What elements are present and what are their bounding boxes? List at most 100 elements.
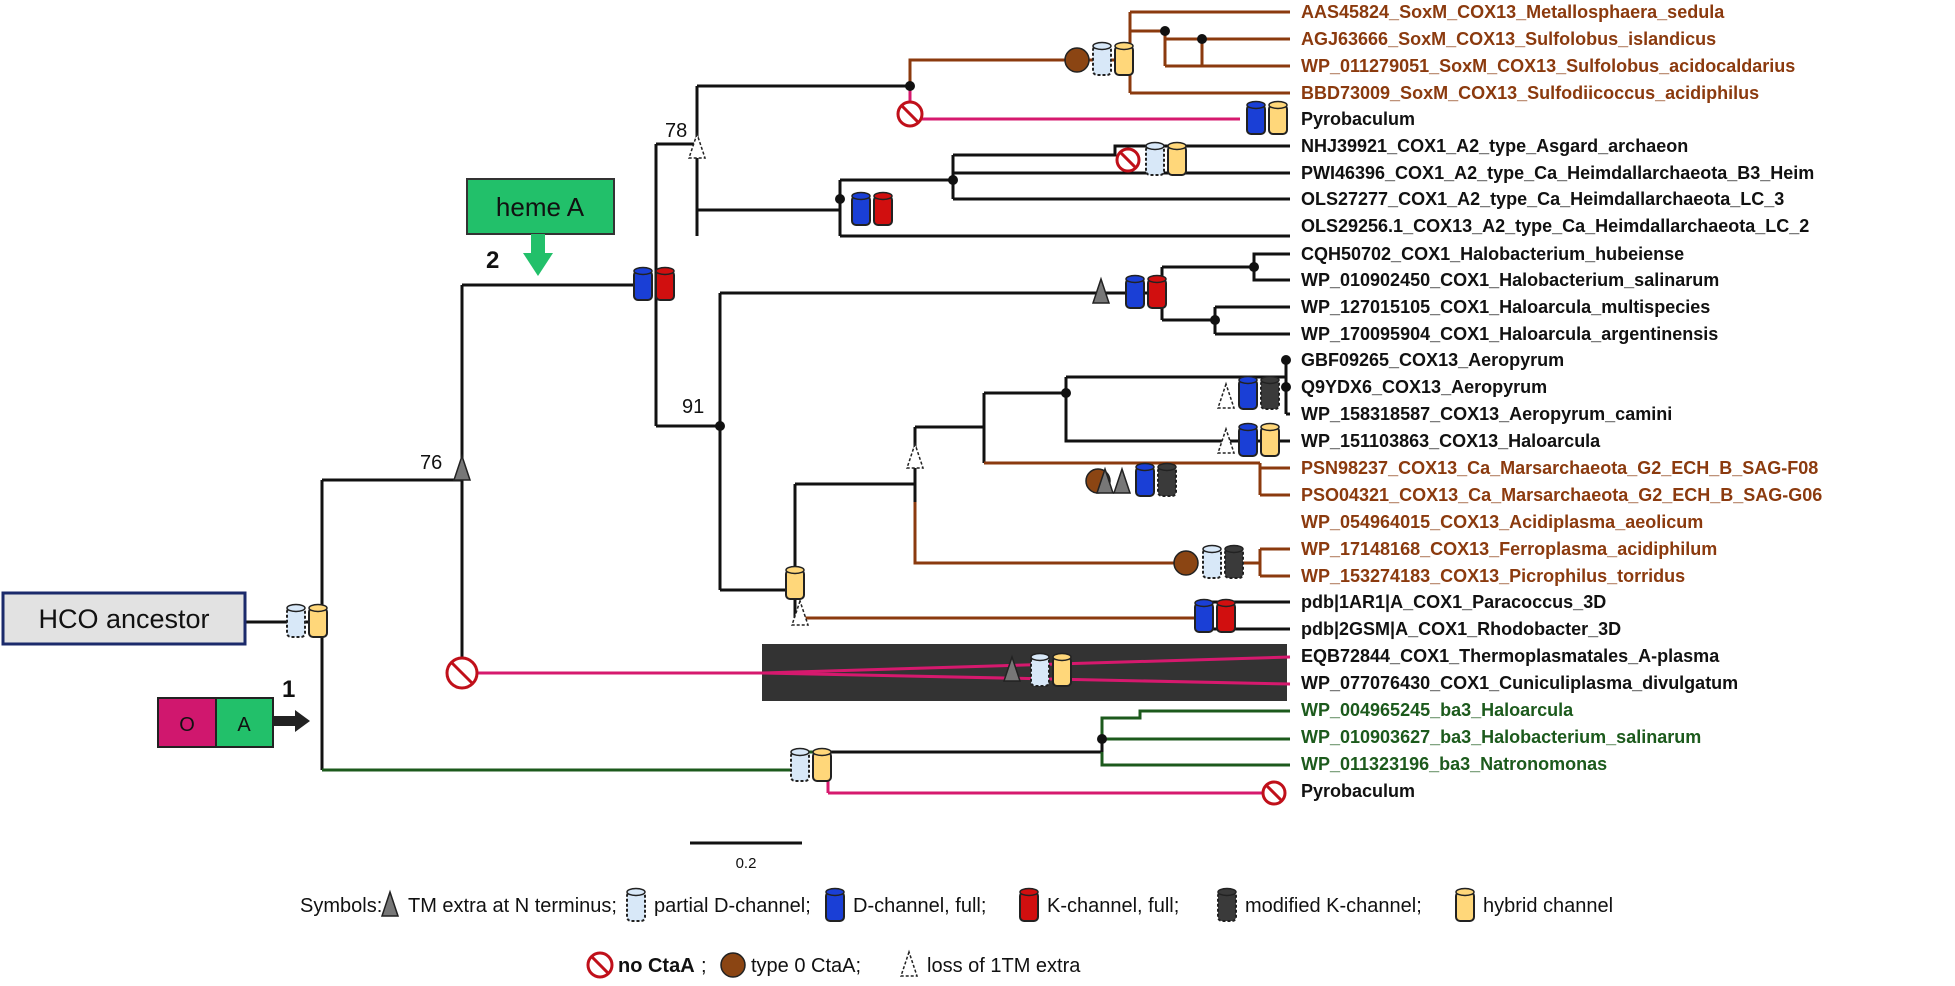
node-dot bbox=[1061, 388, 1071, 398]
leaf-label: BBD73009_SoxM_COX13_Sulfodiicoccus_acidi… bbox=[1301, 83, 1759, 103]
modified-k-channel-icon bbox=[1260, 375, 1280, 410]
leaf-label: EQB72844_COX1_Thermoplasmatales_A-plasma bbox=[1301, 646, 1720, 666]
branch bbox=[984, 391, 1290, 443]
box-o-label: O bbox=[179, 714, 195, 736]
oa-box: O A bbox=[157, 697, 274, 748]
leaf-label: WP_054964015_COX13_Acidiplasma_aeolicum bbox=[1301, 512, 1703, 532]
branch-symbols bbox=[286, 41, 1475, 979]
legend-modk-channel-icon bbox=[1217, 887, 1237, 922]
node-dot bbox=[1249, 262, 1259, 272]
leaf-label: WP_153274183_COX13_Picrophilus_torridus bbox=[1301, 566, 1685, 586]
hybrid-channel-icon bbox=[1167, 141, 1187, 176]
branch bbox=[697, 199, 842, 212]
legend-item-label: modified K-channel; bbox=[1245, 895, 1422, 917]
hybrid-channel-icon bbox=[1268, 100, 1288, 135]
loss-1tm-triangle-icon bbox=[1216, 426, 1236, 454]
tm-extra-triangle-icon bbox=[1112, 466, 1132, 494]
leaf-label: Q9YDX6_COX13_Aeropyrum bbox=[1301, 377, 1547, 397]
bootstrap-78: 78 bbox=[665, 120, 687, 142]
legend-item-label: hybrid channel bbox=[1483, 895, 1613, 917]
leaf-label: Pyrobaculum bbox=[1301, 109, 1415, 129]
leaf-label: WP_158318587_COX13_Aeropyrum_camini bbox=[1301, 404, 1672, 424]
modified-k-channel-icon bbox=[1157, 462, 1177, 497]
heme-a-label: heme A bbox=[496, 192, 585, 222]
node-dot bbox=[905, 81, 915, 91]
node-dot bbox=[715, 421, 725, 431]
legend-k-channel-icon bbox=[1019, 887, 1039, 922]
leaf-label: AGJ63666_SoxM_COX13_Sulfolobus_islandicu… bbox=[1301, 29, 1716, 49]
tm-extra-triangle-icon bbox=[1002, 654, 1022, 682]
branch bbox=[322, 752, 802, 772]
scale-bar-label: 0.2 bbox=[736, 855, 757, 872]
k-channel-icon bbox=[655, 266, 675, 301]
leaf-label: OLS29256.1_COX13_A2_type_Ca_Heimdallarch… bbox=[1301, 216, 1809, 236]
loss-1tm-triangle-icon bbox=[790, 598, 810, 626]
step1-arrow bbox=[273, 710, 310, 732]
step2-label: 2 bbox=[486, 247, 499, 274]
type0-ctaa-icon bbox=[1173, 550, 1199, 576]
partial-d-channel-icon bbox=[1202, 544, 1222, 579]
leaf-label: WP_151103863_COX13_Haloarcula bbox=[1301, 431, 1601, 451]
legend-loss-1tm-icon bbox=[899, 949, 919, 977]
legend-item-label: partial D-channel; bbox=[654, 895, 811, 917]
tm-extra-triangle-icon bbox=[452, 453, 472, 481]
branch bbox=[761, 655, 1291, 675]
node-dot bbox=[1097, 734, 1107, 744]
node-dot bbox=[1281, 382, 1291, 392]
leaf-label: pdb|2GSM|A_COX1_Rhodobacter_3D bbox=[1301, 619, 1621, 639]
tree-nodes bbox=[715, 26, 1291, 744]
node-dot bbox=[948, 175, 958, 185]
branch bbox=[953, 144, 1290, 157]
d-channel-icon bbox=[1125, 274, 1145, 309]
legend: Symbols: TM extra at N terminus;partial … bbox=[300, 895, 1613, 977]
no-ctaa-icon bbox=[896, 100, 924, 128]
branch bbox=[1100, 709, 1290, 739]
legend-d-channel-icon bbox=[825, 887, 845, 922]
hybrid-channel-icon bbox=[308, 603, 328, 638]
branch bbox=[908, 86, 1240, 121]
leaf-label: AAS45824_SoxM_COX13_Metallosphaera_sedul… bbox=[1301, 2, 1725, 22]
hco-ancestor-box: HCO ancestor bbox=[1, 591, 247, 646]
loss-1tm-triangle-icon bbox=[687, 131, 707, 159]
d-channel-icon bbox=[1246, 100, 1266, 135]
partial-d-channel-icon bbox=[1145, 141, 1165, 176]
hybrid-channel-icon bbox=[1114, 41, 1134, 76]
branch bbox=[908, 58, 1061, 86]
leaf-label: WP_004965245_ba3_Haloarcula bbox=[1301, 700, 1574, 720]
node-dot bbox=[1281, 355, 1291, 365]
no-ctaa-icon bbox=[1115, 147, 1141, 173]
leaf-label: NHJ39921_COX1_A2_type_Asgard_archaeon bbox=[1301, 136, 1688, 156]
leaf-label: WP_011323196_ba3_Natronomonas bbox=[1301, 754, 1607, 774]
leaf-label: OLS27277_COX1_A2_type_Ca_Heimdallarchaeo… bbox=[1301, 189, 1784, 209]
d-channel-icon bbox=[851, 191, 871, 226]
partial-d-channel-icon bbox=[1030, 652, 1050, 687]
tm-extra-triangle-icon bbox=[1095, 466, 1115, 494]
no-ctaa-icon bbox=[445, 656, 479, 690]
legend-item-label: K-channel, full; bbox=[1047, 895, 1179, 917]
modified-k-channel-icon bbox=[1224, 544, 1244, 579]
node-dot bbox=[1210, 315, 1220, 325]
legend-hybrid-channel-icon bbox=[1455, 887, 1475, 922]
d-channel-icon bbox=[1238, 422, 1258, 457]
leaf-label: WP_17148168_COX13_Ferroplasma_acidiphilu… bbox=[1301, 539, 1717, 559]
leaf-label: PWI46396_COX1_A2_type_Ca_Heimdallarchaeo… bbox=[1301, 163, 1814, 183]
leaf-label: WP_011279051_SoxM_COX13_Sulfolobus_acido… bbox=[1301, 56, 1795, 76]
hybrid-channel-icon bbox=[785, 565, 805, 600]
legend-prefix: Symbols: bbox=[300, 895, 382, 917]
heme-a-box: heme A bbox=[466, 178, 615, 276]
leaf-label: pdb|1AR1|A_COX1_Paracoccus_3D bbox=[1301, 592, 1606, 612]
partial-d-channel-icon bbox=[286, 603, 306, 638]
hybrid-channel-icon bbox=[1260, 422, 1280, 457]
legend-type0-ctaa-icon bbox=[720, 952, 746, 978]
hco-ancestor-label: HCO ancestor bbox=[38, 604, 209, 634]
step1-label: 1 bbox=[282, 676, 295, 703]
leaf-label: WP_170095904_COX1_Haloarcula_argentinens… bbox=[1301, 324, 1718, 344]
bootstrap-76: 76 bbox=[420, 452, 442, 474]
d-channel-icon bbox=[1135, 462, 1155, 497]
leaf-label: WP_010903627_ba3_Halobacterium_salinarum bbox=[1301, 727, 1701, 747]
hybrid-channel-icon bbox=[1052, 652, 1072, 687]
leaf-labels: AAS45824_SoxM_COX13_Metallosphaera_sedul… bbox=[1301, 2, 1822, 801]
loss-1tm-triangle-icon bbox=[905, 441, 925, 469]
branch bbox=[913, 502, 1180, 565]
